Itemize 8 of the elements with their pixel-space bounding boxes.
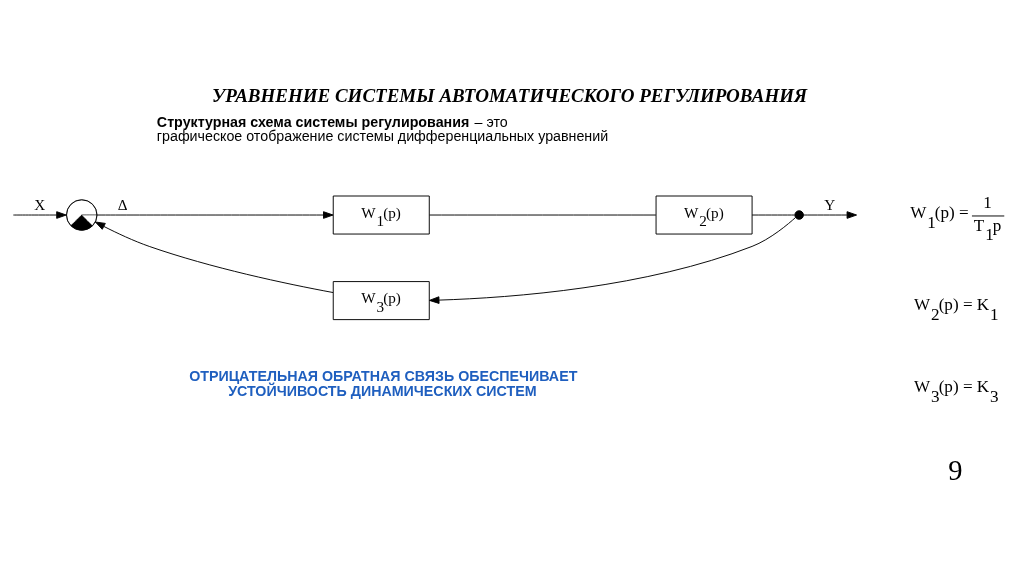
diagram-title: УРАВНЕНИЕ СИСТЕМЫ АВТОМАТИЧЕСКОГО РЕГУЛИРОВАНИЯ: [212, 84, 808, 106]
label: Структурная схема системы регулирования – это графическое отображение системы дифференциальных уравнений: [156, 113, 609, 144]
label: ОТРИЦАТЕЛЬНАЯ ОБРАТНАЯ СВЯЗЬ ОБЕСПЕЧИВАЕТ УСТОЙЧИВОСТЬ ДИНАМИЧЕСКИХ СИСТЕМ: [189, 368, 578, 399]
label: 9: [948, 454, 963, 486]
edge-label: Y: [824, 196, 836, 214]
label: 1: [983, 192, 992, 212]
edge-label: X: [34, 196, 46, 214]
edge-label: Δ: [117, 196, 128, 214]
